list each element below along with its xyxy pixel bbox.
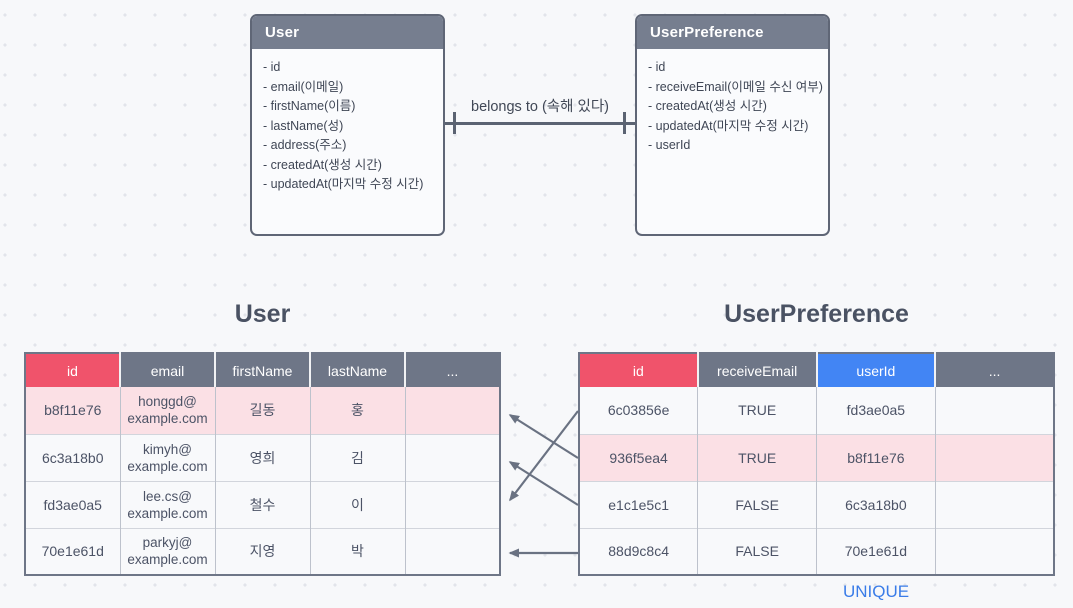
cell-email: parkyj@example.com xyxy=(119,527,215,575)
cell-email: kimyh@example.com xyxy=(119,433,215,481)
entity-field: - updatedAt(마지막 수정 시간) xyxy=(263,177,424,191)
column-header-id: id xyxy=(25,353,120,387)
entity-field: - id xyxy=(263,60,281,74)
entity-user-preference: UserPreference - id - receiveEmail(이메일 수… xyxy=(635,14,830,236)
cell-userid: b8f11e76 xyxy=(816,433,936,481)
column-header-more: ... xyxy=(934,353,1054,387)
relationship-line xyxy=(445,122,635,125)
entity-field: - email(이메일) xyxy=(263,79,344,94)
column-header-lastname: lastName xyxy=(309,353,405,387)
arrow-pref2-to-user1 xyxy=(508,414,579,459)
user-table-title: User xyxy=(234,300,291,328)
column-header-email: email xyxy=(119,353,215,387)
entity-field: - receiveEmail(이메일 수신 여부) xyxy=(648,79,823,94)
cell-more xyxy=(404,387,500,434)
entity-field: - createdAt(생성 시간) xyxy=(263,157,382,172)
cell-receiveemail: FALSE xyxy=(697,527,817,575)
cell-email: lee.cs@example.com xyxy=(119,480,215,528)
cell-receiveemail: TRUE xyxy=(697,387,817,434)
relationship-cardinality-tick-left xyxy=(453,112,456,134)
cell-userid: 70e1e61d xyxy=(816,527,936,575)
column-header-id: id xyxy=(579,353,698,387)
cell-more xyxy=(934,527,1054,575)
entity-field: - createdAt(생성 시간) xyxy=(648,99,767,113)
preference-table-title: UserPreference xyxy=(724,300,909,328)
column-header-more: ... xyxy=(404,353,500,387)
cell-more xyxy=(404,433,500,481)
table-row: 70e1e61d parkyj@example.com 지영 박 xyxy=(25,527,500,575)
entity-user-fields: - id - email(이메일) - firstName(이름) - last… xyxy=(252,49,443,204)
cell-more xyxy=(934,480,1054,528)
entity-field: - lastName(성) xyxy=(263,118,344,133)
cell-id: 70e1e61d xyxy=(25,527,120,575)
cell-id: 6c03856e xyxy=(579,387,698,434)
preference-table-header-row: id receiveEmail userId ... xyxy=(579,353,1054,387)
cell-firstname: 길동 xyxy=(214,387,310,434)
cell-id: 88d9c8c4 xyxy=(579,527,698,575)
cell-more xyxy=(934,387,1054,434)
relationship-cardinality-tick-right xyxy=(623,112,626,134)
entity-user-preference-fields: - id - receiveEmail(이메일 수신 여부) - created… xyxy=(637,49,828,165)
arrow-pref3-to-user2 xyxy=(508,461,579,506)
cell-userid: fd3ae0a5 xyxy=(816,387,936,434)
cell-lastname: 홍 xyxy=(309,387,405,434)
table-row: 6c3a18b0 kimyh@example.com 영희 김 xyxy=(25,433,500,481)
cell-more xyxy=(404,527,500,575)
cell-lastname: 김 xyxy=(309,433,405,481)
cell-email: honggd@example.com xyxy=(119,387,215,434)
cell-receiveemail: FALSE xyxy=(697,480,817,528)
table-row: fd3ae0a5 lee.cs@example.com 철수 이 xyxy=(25,480,500,528)
table-row: e1c1e5c1 FALSE 6c3a18b0 xyxy=(579,480,1054,528)
entity-field: - firstName(이름) xyxy=(263,99,356,113)
arrow-pref1-to-user3 xyxy=(509,410,579,502)
entity-user-title: User xyxy=(252,16,443,49)
entity-field: - address(주소) xyxy=(263,138,347,152)
entity-field: - id xyxy=(648,60,666,74)
table-row: 88d9c8c4 FALSE 70e1e61d xyxy=(579,527,1054,575)
column-header-firstname: firstName xyxy=(214,353,310,387)
table-row: 6c03856e TRUE fd3ae0a5 xyxy=(579,387,1054,434)
entity-field: - userId xyxy=(648,138,691,152)
cell-id: e1c1e5c1 xyxy=(579,480,698,528)
entity-field: - updatedAt(마지막 수정 시간) xyxy=(648,118,809,133)
cell-id: 6c3a18b0 xyxy=(25,433,120,481)
user-table-header-row: id email firstName lastName ... xyxy=(25,353,500,387)
entity-user-preference-title: UserPreference xyxy=(637,16,828,49)
relationship-label: belongs to (속해 있다) xyxy=(471,99,609,115)
table-row: 936f5ea4 TRUE b8f11e76 xyxy=(579,433,1054,481)
cell-firstname: 철수 xyxy=(214,480,310,528)
cell-id: fd3ae0a5 xyxy=(25,480,120,528)
table-row: b8f11e76 honggd@example.com 길동 홍 xyxy=(25,387,500,434)
cell-lastname: 박 xyxy=(309,527,405,575)
column-header-receiveemail: receiveEmail xyxy=(696,353,817,387)
cell-receiveemail: TRUE xyxy=(697,433,817,481)
cell-id: b8f11e76 xyxy=(25,387,120,434)
unique-constraint-label: UNIQUE xyxy=(842,582,910,601)
cell-firstname: 영희 xyxy=(214,433,310,481)
cell-firstname: 지영 xyxy=(214,527,310,575)
cell-more xyxy=(404,480,500,528)
cell-lastname: 이 xyxy=(309,480,405,528)
user-preference-table: id receiveEmail userId ... 6c03856e TRUE… xyxy=(578,352,1055,576)
column-header-userid: userId xyxy=(815,353,936,387)
entity-user: User - id - email(이메일) - firstName(이름) -… xyxy=(250,14,445,236)
cell-userid: 6c3a18b0 xyxy=(816,480,936,528)
cell-id: 936f5ea4 xyxy=(579,433,698,481)
cell-more xyxy=(934,433,1054,481)
user-table: id email firstName lastName ... b8f11e76… xyxy=(24,352,501,576)
